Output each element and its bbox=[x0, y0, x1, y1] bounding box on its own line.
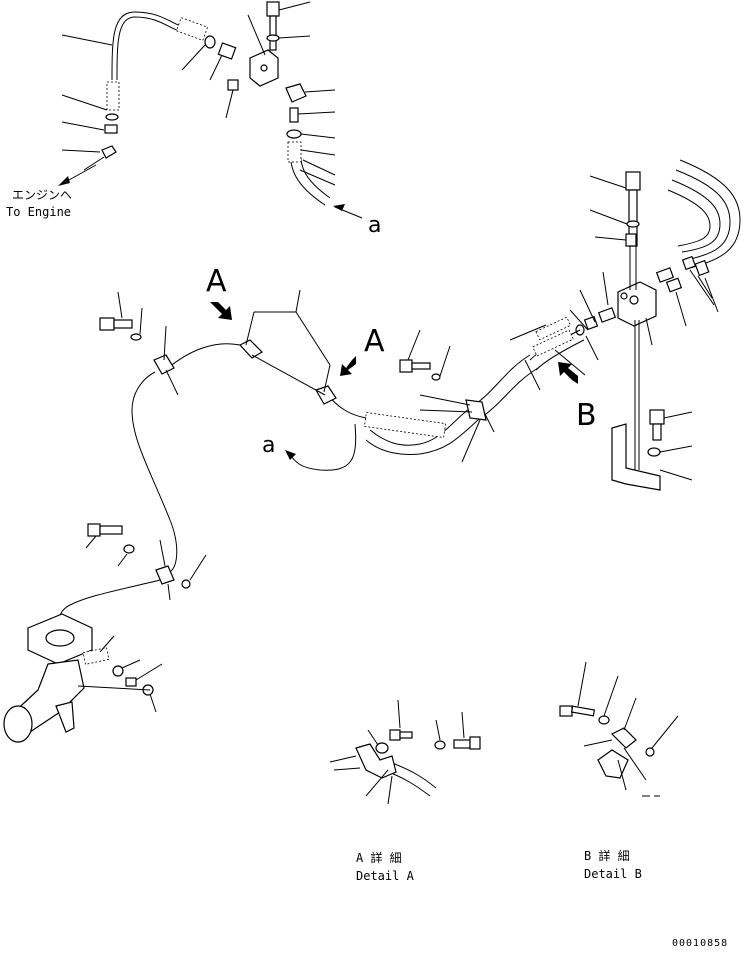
arrow-up-left-icon bbox=[558, 362, 578, 384]
arrow-down-right-icon bbox=[210, 302, 232, 320]
lower-left-assembly bbox=[3, 523, 207, 743]
drawing-number: 00010858 bbox=[672, 938, 728, 949]
detail-b-en: Detail B bbox=[584, 867, 642, 881]
ref-label-a-top: a bbox=[368, 213, 381, 238]
detail-a-en: Detail A bbox=[356, 869, 415, 883]
engine-label-en: To Engine bbox=[6, 205, 71, 219]
view-label-a-top: A bbox=[206, 264, 227, 299]
view-label-b: B bbox=[576, 398, 597, 433]
arrow-icon bbox=[333, 204, 345, 211]
ref-label-a-mid: a bbox=[262, 433, 275, 458]
view-indicators: A A B bbox=[206, 264, 597, 433]
arrow-icon bbox=[285, 450, 296, 460]
arrow-icon bbox=[58, 176, 70, 186]
top-hose-assembly: a エンジンへ To Engine bbox=[6, 1, 381, 238]
arrow-down-left-icon bbox=[340, 356, 356, 376]
detail-b-jp: B 詳 細 bbox=[584, 848, 630, 863]
engine-label-jp: エンジンへ bbox=[12, 188, 72, 202]
detail-a: A 詳 細 Detail A bbox=[329, 699, 481, 883]
detail-a-jp: A 詳 細 bbox=[356, 850, 402, 865]
main-hose-route: a bbox=[99, 159, 741, 573]
view-label-a-right: A bbox=[364, 324, 385, 359]
detail-b: B 詳 細 Detail B bbox=[559, 661, 679, 881]
